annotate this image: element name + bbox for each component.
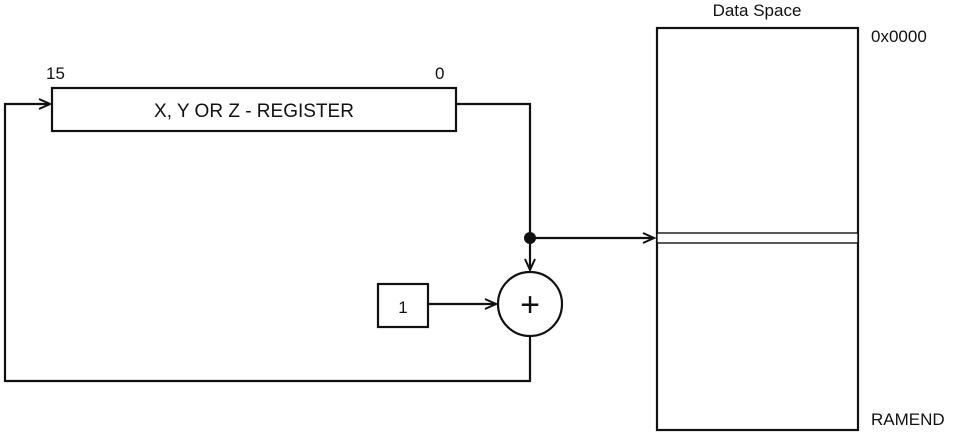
register-lsb-label: 0 bbox=[435, 64, 444, 83]
constant-box bbox=[376, 282, 430, 329]
register-msb-label: 15 bbox=[46, 64, 65, 83]
address-top-label: 0x0000 bbox=[871, 27, 927, 46]
data-space-pointed-cell bbox=[656, 232, 859, 244]
register-label: X, Y OR Z - REGISTER bbox=[154, 101, 354, 122]
feedback-wire bbox=[3, 104, 532, 383]
address-bottom-label: RAMEND bbox=[871, 410, 945, 429]
data-space-title: Data Space bbox=[713, 1, 802, 20]
adder-plus-icon: + bbox=[520, 286, 540, 324]
register-output-wire bbox=[456, 102, 532, 238]
data-space-box bbox=[655, 26, 860, 432]
register-box bbox=[50, 86, 458, 133]
constant-label: 1 bbox=[398, 298, 407, 317]
